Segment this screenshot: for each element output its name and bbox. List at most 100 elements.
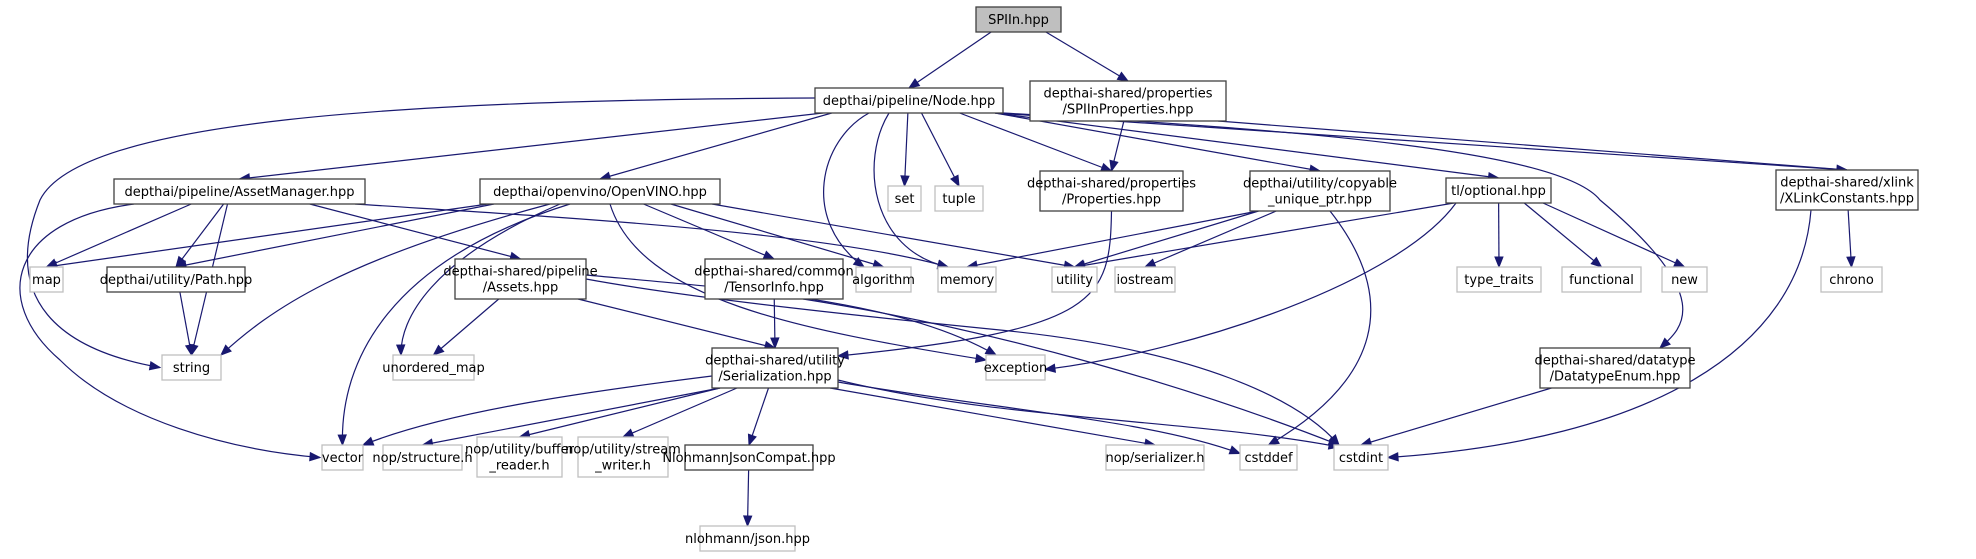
edge-line <box>873 112 949 268</box>
edge-openvino-to-path <box>174 203 495 270</box>
node-openvino[interactable]: depthai/openvino/OpenVINO.hpp <box>479 178 721 205</box>
node-label: exception <box>984 361 1048 376</box>
node-chrono: chrono <box>1820 266 1883 293</box>
edge-optional-to-functional <box>1523 202 1603 268</box>
node-label: depthai/pipeline/Node.hpp <box>823 94 996 109</box>
node-label: utility <box>1056 273 1093 288</box>
edge-line <box>309 203 521 260</box>
edge-line <box>1360 387 1552 446</box>
node-optional[interactable]: tl/optional.hpp <box>1445 177 1552 204</box>
edge-line <box>1045 31 1129 82</box>
edge-line <box>239 112 824 180</box>
edge-optional-to-type_traits <box>1494 202 1504 269</box>
node-box <box>1039 170 1184 212</box>
node-label: depthai/utility/copyable <box>1243 177 1397 192</box>
edge-line <box>994 112 1321 172</box>
node-label: depthai-shared/utility <box>705 354 845 369</box>
node-spiinprops[interactable]: depthai-shared/properties/SPIInPropertie… <box>1029 80 1227 122</box>
arrowhead-icon <box>1100 162 1113 172</box>
node-properties[interactable]: depthai-shared/properties/Properties.hpp <box>1027 170 1196 212</box>
edge-line <box>966 210 1259 268</box>
edge-spiinprops-to-xlink <box>1217 120 1849 174</box>
edge-serialization-to-nop_structure <box>421 387 721 448</box>
edge-line <box>400 203 561 356</box>
node-spiin[interactable]: SPIIn.hpp <box>975 6 1062 33</box>
node-box <box>161 354 222 381</box>
edge-line <box>1074 202 1455 268</box>
node-label: /Properties.hpp <box>1062 193 1161 208</box>
node-datatypeenum[interactable]: depthai-shared/datatype/DatatypeEnum.hpp <box>1534 347 1696 389</box>
node-box <box>1661 266 1708 293</box>
node-label: cstdint <box>1339 451 1383 466</box>
node-box <box>711 347 839 389</box>
node-path[interactable]: depthai/utility/Path.hpp <box>100 266 253 293</box>
edge-line <box>1523 202 1602 268</box>
node-label: set <box>895 192 915 207</box>
node-layer: SPIIn.hpp depthai/pipeline/Node.hpp deptha… <box>29 6 1919 552</box>
node-box <box>1820 266 1883 293</box>
node-label: depthai/pipeline/AssetManager.hpp <box>125 185 355 200</box>
edge-assets-to-exception <box>585 274 998 356</box>
arrowhead-icon <box>984 345 998 356</box>
arrowhead-icon <box>949 174 960 188</box>
arrowhead-icon <box>1109 159 1119 173</box>
arrowhead-icon <box>1116 71 1130 82</box>
node-label: string <box>173 361 210 376</box>
node-label: cstddef <box>1244 451 1293 466</box>
edge-serialization-to-nlohmanncompat <box>747 387 770 447</box>
node-box <box>29 266 64 293</box>
node-string: string <box>161 354 222 381</box>
edge-line <box>622 387 738 438</box>
node-serialization[interactable]: depthai-shared/utility/Serialization.hpp <box>705 347 845 389</box>
edge-openvino-to-unordered_map <box>395 203 561 357</box>
node-label: SPIIn.hpp <box>988 13 1049 28</box>
node-node[interactable]: depthai/pipeline/Node.hpp <box>814 87 1004 114</box>
node-label: depthai/openvino/OpenVINO.hpp <box>493 185 707 200</box>
node-type-traits: type_traits <box>1456 266 1542 293</box>
edge-line <box>26 97 816 369</box>
node-algorithm: algorithm <box>852 266 915 293</box>
edge-node-to-properties <box>959 112 1113 172</box>
edge-line <box>837 210 1113 357</box>
arrowhead-icon <box>337 434 347 447</box>
node-label: nop/structure.h <box>372 451 472 466</box>
edge-node-to-openvino <box>598 112 832 181</box>
node-assetmgr[interactable]: depthai/pipeline/AssetManager.hpp <box>113 178 366 205</box>
edge-line <box>341 203 571 446</box>
node-label: /DatatypeEnum.hpp <box>1550 370 1681 385</box>
node-box <box>1775 169 1919 211</box>
node-box <box>1456 266 1542 293</box>
edge-openvino-to-string <box>220 203 551 356</box>
edge-line <box>1044 202 1457 371</box>
node-box <box>1249 170 1391 212</box>
node-functional: functional <box>1561 266 1642 293</box>
edge-node-to-algorithm <box>823 112 870 268</box>
arrowhead-icon <box>361 436 375 446</box>
edge-assets-to-unordered_map <box>432 298 500 356</box>
node-cstddef: cstddef <box>1239 444 1298 471</box>
arrowhead-icon <box>1267 435 1280 446</box>
edge-node-to-tuple <box>920 112 960 188</box>
node-label: functional <box>1569 273 1634 288</box>
node-nop-structure: nop/structure.h <box>372 444 473 471</box>
edge-line <box>670 203 884 268</box>
node-assets[interactable]: depthai-shared/pipeline/Assets.hpp <box>443 258 598 300</box>
node-label: tuple <box>942 192 975 207</box>
arrowhead-icon <box>770 337 780 350</box>
node-label: algorithm <box>852 273 915 288</box>
node-xlink[interactable]: depthai-shared/xlink/XLinkConstants.hpp <box>1775 169 1919 211</box>
edge-xlink-to-cstdint <box>1386 209 1812 462</box>
node-label: /SPIInProperties.hpp <box>1063 103 1194 118</box>
node-label: tl/optional.hpp <box>1451 184 1546 199</box>
node-nlohmanncompat[interactable]: NlohmannJsonCompat.hpp <box>662 444 836 471</box>
node-label: map <box>32 273 61 288</box>
edge-line <box>175 203 495 268</box>
node-box <box>1051 266 1098 293</box>
arrowhead-icon <box>1043 363 1057 373</box>
edge-line <box>19 203 321 459</box>
node-label: depthai-shared/datatype <box>1534 354 1695 369</box>
node-copyable[interactable]: depthai/utility/copyable_unique_ptr.hpp <box>1243 170 1397 212</box>
node-tensorinfo[interactable]: depthai-shared/common/TensorInfo.hpp <box>694 258 854 300</box>
node-label: iostream <box>1116 273 1173 288</box>
node-box <box>1561 266 1642 293</box>
